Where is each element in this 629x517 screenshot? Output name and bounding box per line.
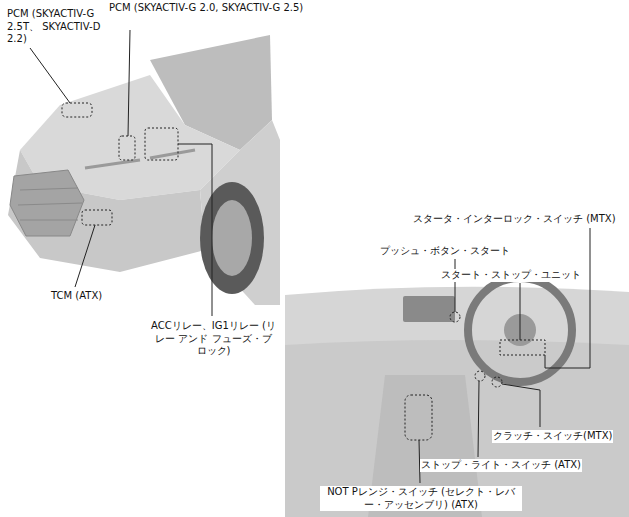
lower-panel [285,340,629,517]
part-outline [82,210,112,225]
part-outline [119,136,135,160]
front-bumper [8,150,205,272]
part-outline [450,312,460,322]
part-outline [492,377,502,387]
part-label: スタータ・インターロック・スイッチ (MTX) [412,213,617,226]
part-outline [500,340,545,355]
leader-line [478,381,479,457]
leader-line [455,259,456,312]
part-outline [405,395,432,440]
leader-line [128,30,130,136]
leader-line [178,144,212,316]
wheel [200,182,264,294]
dashboard [285,287,629,517]
wheel-rim [212,200,252,276]
part-label: ACCリレー、IG1リレー (リレー アンド フューズ・ブロック) [150,320,277,358]
part-label: NOT Pレンジ・スイッチ (セレクト・レバー・アッセンブリ) (ATX) [320,486,522,511]
leader-line [75,225,95,287]
part-label: ストップ・ライト・スイッチ (ATX) [420,459,582,472]
part-label: クラッチ・スイッチ(MTX) [492,430,613,443]
part-label: PCM (SKYACTIV-G 2.0, SKYACTIV-G 2.5) [108,2,320,15]
display-screen [403,296,455,322]
part-label: スタート・ストップ・ユニット [440,269,582,282]
part-outline [145,128,178,160]
steering-wheel [468,278,572,382]
part-label: TCM (ATX) [50,290,103,303]
leader-line [520,283,521,340]
part-outline [62,103,92,117]
part-outline [475,371,485,381]
leader-line [545,228,590,368]
leader-line [502,384,540,427]
leader-line [30,48,70,103]
grille-bars [18,188,82,220]
grille [10,170,84,236]
part-label: プッシュ・ボタン・スタート [379,245,511,258]
part-label: PCM (SKYACTIV-G 2.5T、 SKYACTIV-D 2.2) [6,8,113,46]
